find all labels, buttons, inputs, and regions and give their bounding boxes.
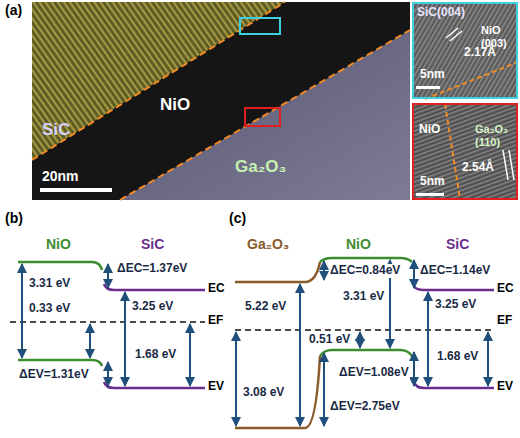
panel-letter: (a) [4, 2, 23, 18]
figure-line [413, 260, 415, 288]
figure-line [509, 150, 514, 180]
figure-path [235, 262, 320, 282]
figure-line [32, 2, 285, 160]
figure-line [107, 362, 109, 386]
figure-rect [240, 18, 280, 34]
figure-line [21, 264, 23, 358]
figure-line [359, 332, 361, 348]
figure-rect [245, 108, 280, 126]
bandgap-value: 5.22 eV [244, 300, 287, 314]
energy-value: 0.33 eV [28, 302, 71, 316]
material-name: NiO [45, 236, 72, 252]
figure-line [445, 104, 460, 199]
figure-path [104, 284, 205, 290]
image-label: Ga₂O₃ (110) [475, 123, 515, 148]
figure-path [414, 382, 494, 388]
figure-line [189, 324, 191, 386]
figure-line [235, 332, 237, 426]
figure-path [414, 286, 494, 290]
material-name: NiO [345, 236, 372, 252]
figure-line [503, 150, 508, 180]
image-label: NiO [160, 95, 190, 115]
figure-line [10, 321, 205, 323]
bandgap-value: 3.31 eV [342, 290, 385, 304]
figure-path [18, 360, 102, 366]
band-offset: ΔEV=2.75eV [329, 400, 401, 414]
figure-rect [32, 2, 410, 200]
band-offset: ΔEC=1.37eV [116, 262, 188, 276]
band-edge-name: EV [496, 380, 514, 394]
figure-line [487, 332, 489, 386]
image-label: 2.17Å [464, 46, 496, 60]
figure-rect [412, 2, 518, 99]
band-edge-name: EC [207, 282, 226, 296]
material-name: Ga₂O₃ [246, 236, 290, 252]
figure-rect [416, 193, 444, 196]
image-label: 2.54Å [462, 161, 494, 175]
figure-line [299, 284, 301, 426]
bandgap-value: 3.25 eV [131, 300, 174, 314]
figure-line [235, 329, 494, 331]
tem-inset: SiC(004)NiO (003)2.17Å5nm [412, 2, 518, 99]
image-label: NiO [419, 123, 440, 137]
band-edge-name: EF [207, 314, 224, 328]
panel-letter: (c) [228, 210, 247, 226]
band-edge-name: EF [496, 314, 513, 328]
energy-value: 0.51 eV [308, 333, 351, 347]
figure-path [320, 258, 412, 262]
figure-rect [40, 188, 112, 192]
figure-path [18, 262, 102, 270]
band-offset: ΔEV=1.08eV [338, 366, 410, 380]
figure-polygon [120, 30, 410, 200]
figure-polygon [32, 2, 410, 200]
figure-line [124, 292, 126, 386]
figure-rect [412, 103, 518, 200]
figure-line [450, 31, 462, 41]
energy-value: 1.68 eV [134, 348, 177, 362]
band-offset: ΔEC=1.14eV [419, 264, 491, 278]
material-name: SiC [140, 236, 165, 252]
figure-path [235, 356, 320, 428]
image-label: SiC [42, 120, 70, 140]
figure-line [427, 292, 429, 386]
energy-value: 1.68 eV [436, 350, 479, 364]
figure-line [323, 261, 325, 280]
bandgap-value: 3.08 eV [242, 386, 285, 400]
figure-line [323, 353, 325, 426]
bandgap-value: 3.31 eV [28, 277, 71, 291]
tem-image-panel: SiC NiO Ga₂O₃ 20nm [32, 2, 410, 200]
material-name: SiC [445, 236, 470, 252]
image-label: Ga₂O₃ [235, 157, 286, 177]
panel-letter: (b) [4, 210, 24, 226]
image-label: 5nm [420, 175, 445, 189]
image-label: 5nm [420, 68, 445, 82]
figure-line [89, 324, 91, 358]
band-offset: ΔEV=1.31eV [18, 368, 90, 382]
image-label: 20nm [42, 168, 79, 184]
band-edge-name: EC [496, 282, 515, 296]
bandgap-value: 3.25 eV [434, 298, 477, 312]
tem-inset: NiO Ga₂O₃ (110) 2.54Å 5nm [412, 103, 518, 200]
figure-line [107, 264, 109, 288]
band-offset: ΔEC=0.84eV [329, 264, 401, 278]
figure-rect [416, 86, 440, 89]
band-edge-name: EV [207, 380, 225, 394]
figure-line [413, 352, 415, 386]
figure-g [236, 260, 488, 426]
image-label: SiC(004) [417, 6, 465, 20]
figure-line [120, 30, 410, 200]
figure-path [320, 350, 412, 356]
